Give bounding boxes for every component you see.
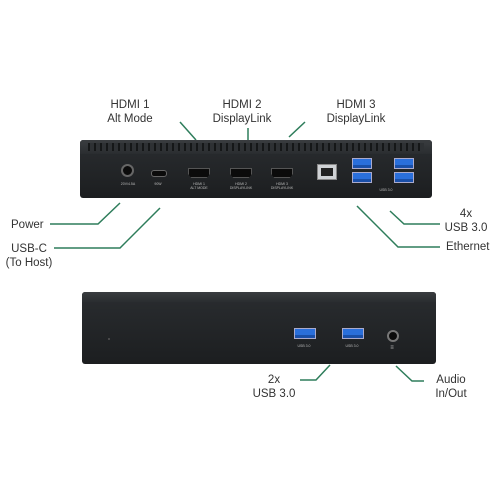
label-hdmi3: HDMI 3 DisplayLink xyxy=(306,98,406,126)
label-usbc: USB-C (To Host) xyxy=(2,242,56,270)
usbc-port xyxy=(151,170,167,177)
label-audio: Audio In/Out xyxy=(424,373,478,401)
label-usb3-front-text: 2x USB 3.0 xyxy=(252,374,296,400)
usb-port-rear-2 xyxy=(352,172,372,183)
label-hdmi2-text: HDMI 2 DisplayLink xyxy=(212,99,272,125)
ethernet-port xyxy=(317,164,337,180)
label-hdmi2: HDMI 2 DisplayLink xyxy=(192,98,292,126)
label-usb3-rear: 4x USB 3.0 xyxy=(436,207,496,235)
leader-ethernet xyxy=(356,205,440,248)
audio-jack xyxy=(387,330,399,342)
leader-usbc xyxy=(54,207,161,249)
power-port xyxy=(121,164,134,177)
usb-port-rear-1 xyxy=(352,158,372,169)
status-led xyxy=(108,338,110,340)
label-hdmi3-text: HDMI 3 DisplayLink xyxy=(326,99,386,125)
leader-usb3-front xyxy=(300,364,331,381)
label-power: Power xyxy=(11,218,44,232)
leader-power xyxy=(50,202,121,225)
label-power-text: Power xyxy=(11,219,44,231)
label-usbc-text: USB-C (To Host) xyxy=(5,243,53,269)
headset-icon: ≡ xyxy=(390,345,394,351)
dock-front-top xyxy=(82,292,436,302)
usbc-port-label: 90W xyxy=(154,182,162,186)
leader-audio xyxy=(395,365,424,382)
label-usb3-rear-text: 4x USB 3.0 xyxy=(444,208,488,234)
label-usb3-front: 2x USB 3.0 xyxy=(244,373,304,401)
hdmi3-port-label: HDMI 3 DISPLAYLINK xyxy=(270,182,294,190)
usb-port-rear-4 xyxy=(394,172,414,183)
label-hdmi1-text: HDMI 1 Alt Mode xyxy=(107,99,153,125)
usb-group-label: USB 3.0 xyxy=(379,188,393,192)
label-ethernet: Ethernet xyxy=(446,240,489,254)
label-hdmi1: HDMI 1 Alt Mode xyxy=(80,98,180,126)
hdmi1-port xyxy=(188,168,210,178)
leader-usb3-rear xyxy=(389,210,440,225)
hdmi3-port xyxy=(271,168,293,178)
dock-rear-top xyxy=(80,140,432,154)
power-port-label: 20V/4.5A xyxy=(120,182,136,186)
label-ethernet-text: Ethernet xyxy=(446,241,490,253)
usb-port-front-1 xyxy=(294,328,316,339)
dock-rear-view: 20V/4.5A 90W HDMI 1 ALT MODE HDMI 2 DISP… xyxy=(80,140,432,198)
dock-front-view: USB 3.0 USB 3.0 ≡ xyxy=(82,292,436,364)
hdmi2-port-label: HDMI 2 DISPLAYLINK xyxy=(229,182,253,190)
leader-hdmi1 xyxy=(179,121,197,141)
hdmi2-port xyxy=(230,168,252,178)
usb-port-rear-3 xyxy=(394,158,414,169)
usb-port-front-1-label: USB 3.0 xyxy=(297,344,311,348)
vent-grille xyxy=(88,143,424,151)
usb-port-front-2-label: USB 3.0 xyxy=(345,344,359,348)
usb-port-front-2 xyxy=(342,328,364,339)
label-audio-text: Audio In/Out xyxy=(435,374,467,400)
leader-hdmi3 xyxy=(288,121,306,138)
hdmi1-port-label: HDMI 1 ALT MODE xyxy=(190,182,208,190)
